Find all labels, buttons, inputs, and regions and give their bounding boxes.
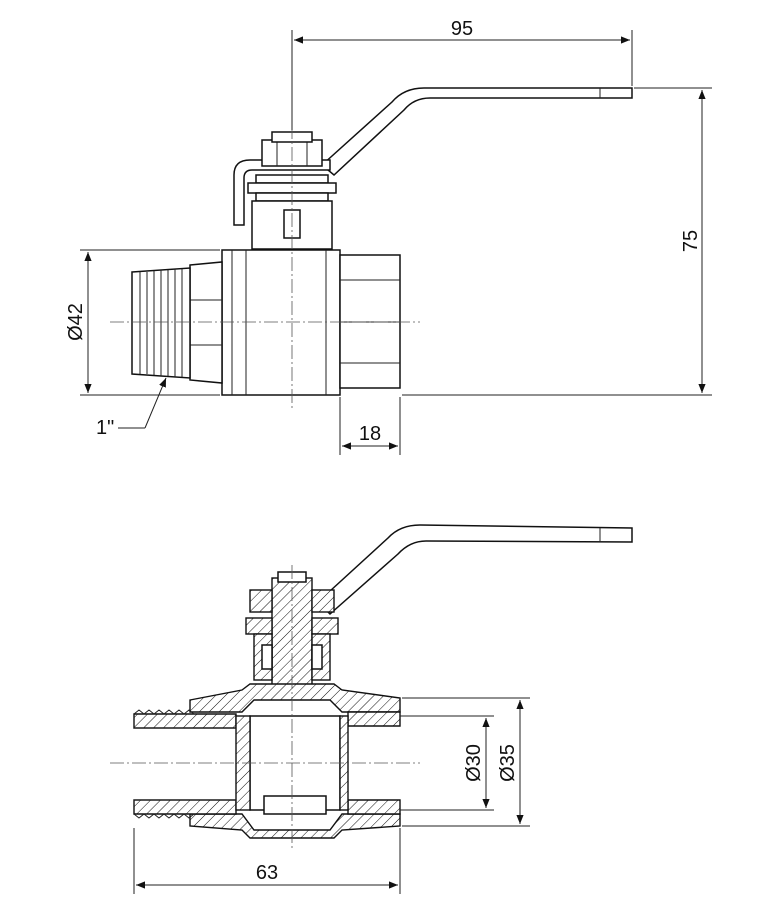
dimension-d30: Ø30 bbox=[400, 715, 494, 811]
thread-callout-label: 1" bbox=[96, 417, 114, 439]
dimension-18: 18 bbox=[339, 397, 401, 455]
dimension-63: 63 bbox=[133, 828, 401, 894]
valve-section-view bbox=[110, 524, 633, 850]
dimension-75-label: 75 bbox=[680, 230, 702, 252]
section-lever-handle bbox=[316, 524, 633, 616]
dimension-d42-label: Ø42 bbox=[65, 303, 87, 341]
dimension-d35: Ø35 bbox=[402, 697, 530, 827]
valve-body bbox=[221, 249, 341, 396]
dimension-63-label: 63 bbox=[256, 862, 278, 884]
dimension-18-label: 18 bbox=[359, 423, 381, 445]
dimension-95-label: 95 bbox=[451, 18, 473, 40]
dimension-d35-label: Ø35 bbox=[497, 744, 519, 782]
male-hex-nut bbox=[189, 261, 223, 384]
lever-handle bbox=[320, 87, 633, 176]
dimension-d30-label: Ø30 bbox=[463, 744, 485, 782]
section-body-bottom bbox=[189, 813, 401, 839]
dimension-d42: Ø42 bbox=[65, 249, 220, 396]
dimension-75: 75 bbox=[402, 87, 712, 396]
thread-callout: 1" bbox=[96, 377, 167, 439]
dimension-95: 95 bbox=[291, 18, 633, 130]
valve-side-view bbox=[110, 87, 633, 410]
section-body-top bbox=[189, 683, 401, 713]
thread-lines bbox=[139, 269, 183, 377]
